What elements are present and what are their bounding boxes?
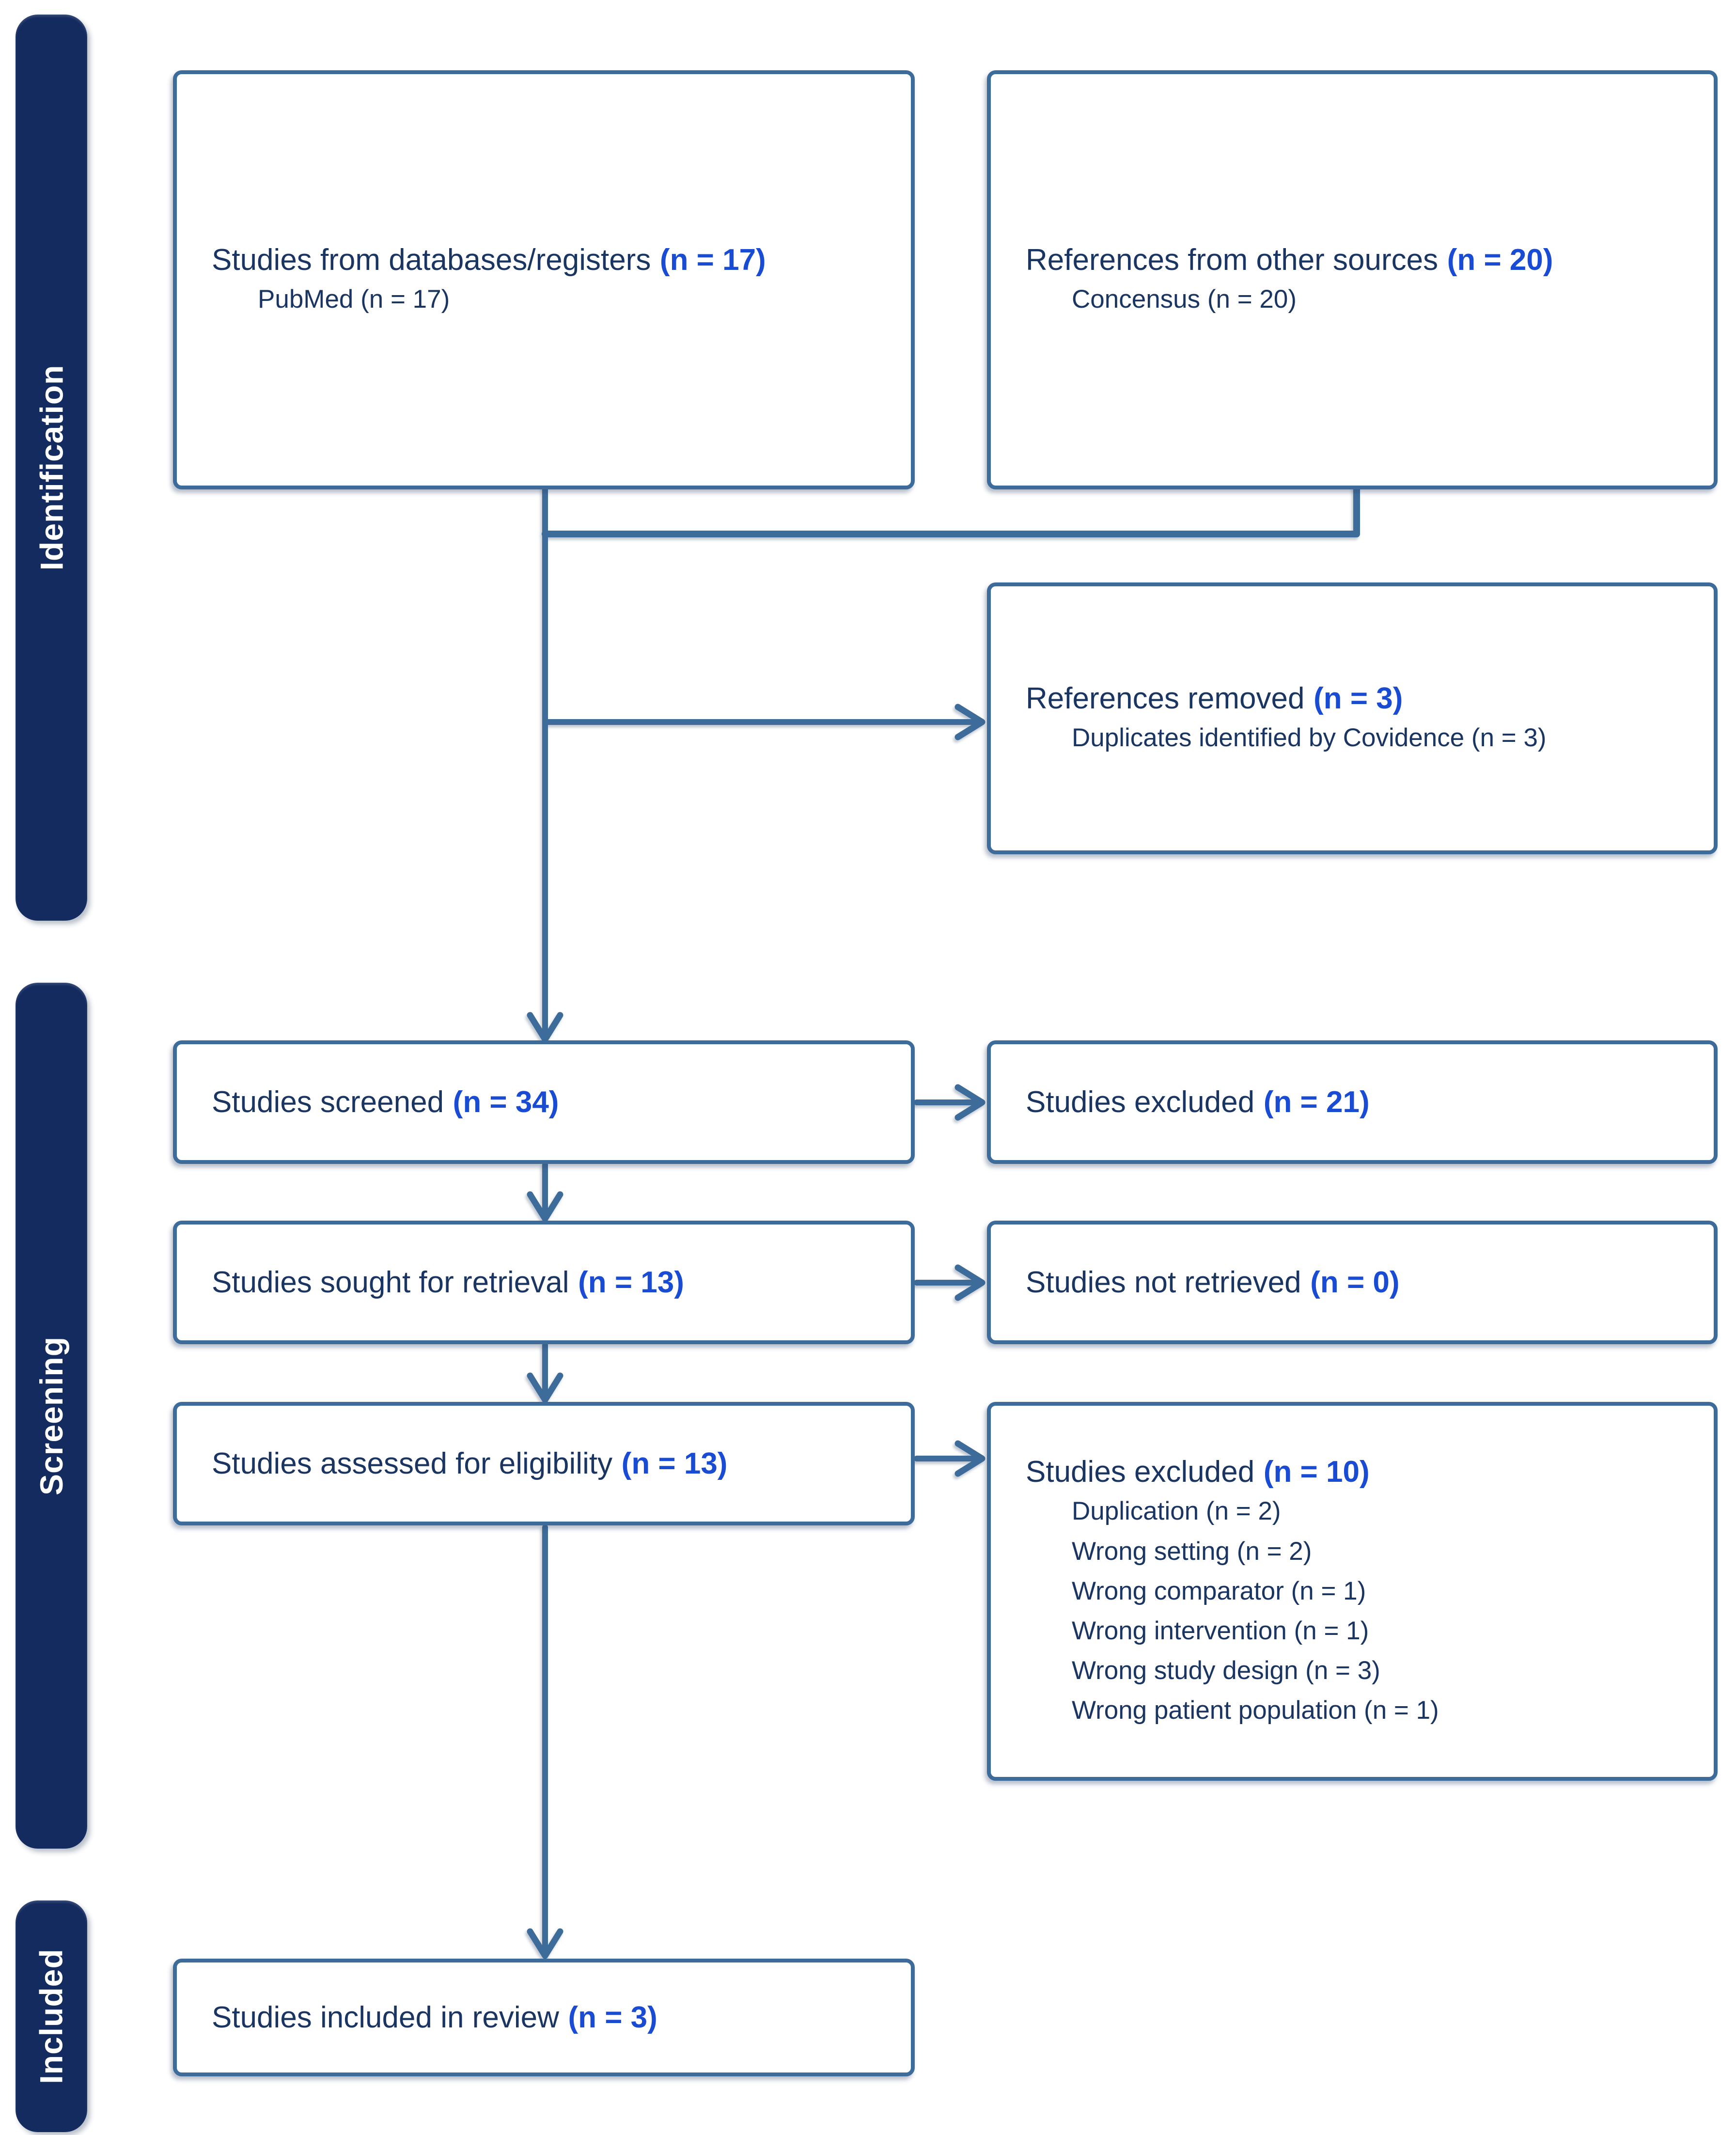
sought-arrowhead	[527, 1191, 563, 1222]
stage-label-screening: Screening	[33, 1336, 70, 1495]
box-studies-assessed-eligibility: Studies assessed for eligibility(n = 13)	[173, 1402, 915, 1525]
box-studies-sought-retrieval: Studies sought for retrieval (n = 13)	[173, 1221, 915, 1344]
screened-arrowhead	[527, 1012, 563, 1043]
box-references-other-sources: References from other sources(n = 20) Co…	[987, 70, 1718, 489]
removed-arrowhead	[954, 704, 985, 740]
box-main-text: Studies not retrieved	[1026, 1265, 1301, 1299]
box-studies-from-databases: Studies from databases/registers(n = 17)…	[173, 70, 915, 489]
box-main-line: Studies assessed for eligibility(n = 13)	[212, 1444, 896, 1484]
box-references-removed: References removed (n = 3) Duplicates ide…	[987, 582, 1718, 854]
box-main-text: References from other sources	[1026, 243, 1439, 277]
box-studies-excluded-screening: Studies excluded(n = 21)	[987, 1040, 1718, 1164]
box-count: (n = 20)	[1447, 243, 1553, 277]
box-count: (n = 17)	[659, 243, 766, 277]
box-count: (n = 13)	[578, 1265, 684, 1299]
box-main-line: Studies included in review (n = 3)	[212, 1998, 896, 2038]
box-main-text: Studies assessed for eligibility	[212, 1446, 613, 1480]
exclusion-reason: Wrong intervention (n = 1)	[1072, 1616, 1369, 1645]
box-main-text: Studies included in review	[212, 2000, 559, 2034]
box-main-line: Studies from databases/registers(n = 17)	[212, 240, 896, 280]
box-count: (n = 13)	[621, 1446, 728, 1480]
box-main-line: Studies excluded(n = 21)	[1026, 1083, 1699, 1122]
exclusion-reason: Wrong patient population (n = 1)	[1072, 1696, 1439, 1725]
box-count: (n = 0)	[1310, 1265, 1400, 1299]
box-main-line: References removed (n = 3)	[1026, 679, 1699, 719]
box-sub-line: PubMed (n = 17)	[258, 285, 450, 314]
box-studies-not-retrieved: Studies not retrieved (n = 0)	[987, 1221, 1718, 1344]
box-main-line: Studies not retrieved (n = 0)	[1026, 1263, 1699, 1303]
excluded-eligibility-arrowhead	[954, 1440, 985, 1477]
box-sub-line: Concensus (n = 20)	[1072, 285, 1297, 314]
stage-bar-included: Included	[16, 1900, 87, 2132]
excluded-screening-arrowhead	[954, 1084, 985, 1121]
box-studies-screened: Studies screened (n = 34)	[173, 1040, 915, 1164]
included-arrowhead	[527, 1928, 563, 1959]
box-count: (n = 3)	[568, 2000, 657, 2034]
box-main-line: References from other sources(n = 20)	[1026, 240, 1699, 280]
exclusion-reason: Wrong comparator (n = 1)	[1072, 1576, 1366, 1605]
merge-elbow-line	[542, 483, 1360, 537]
box-count: (n = 3)	[1314, 681, 1403, 715]
box-studies-excluded-eligibility: Studies excluded(n = 10) Duplication (n …	[987, 1402, 1718, 1781]
stage-label-included: Included	[33, 1948, 70, 2084]
box-main-line: Studies screened (n = 34)	[212, 1083, 896, 1122]
box-count: (n = 34)	[453, 1085, 559, 1119]
box-main-text: Studies screened	[212, 1085, 444, 1119]
stage-bar-identification: Identification	[16, 15, 87, 921]
assessed-arrowhead	[527, 1372, 563, 1403]
exclusion-reason: Wrong study design (n = 3)	[1072, 1656, 1380, 1685]
exclusion-reason: Duplication (n = 2)	[1072, 1497, 1281, 1526]
box-main-text: References removed	[1026, 681, 1305, 715]
exclusion-reason: Wrong setting (n = 2)	[1072, 1537, 1312, 1566]
box-main-text: Studies from databases/registers	[212, 243, 651, 277]
box-main-text: Studies excluded	[1026, 1455, 1255, 1489]
box-sub-line: Duplicates identified by Covidence (n = …	[1072, 723, 1547, 753]
box-main-text: Studies excluded	[1026, 1085, 1255, 1119]
box-count: (n = 10)	[1263, 1455, 1370, 1489]
box-studies-included-review: Studies included in review (n = 3)	[173, 1959, 915, 2076]
stage-bar-screening: Screening	[16, 983, 87, 1849]
box-count: (n = 21)	[1263, 1085, 1370, 1119]
stage-label-identification: Identification	[33, 364, 70, 571]
box-main-line: Studies excluded(n = 10)	[1026, 1452, 1699, 1492]
box-main-line: Studies sought for retrieval (n = 13)	[212, 1263, 896, 1303]
box-main-text: Studies sought for retrieval	[212, 1265, 569, 1299]
not-retrieved-arrowhead	[954, 1264, 985, 1301]
